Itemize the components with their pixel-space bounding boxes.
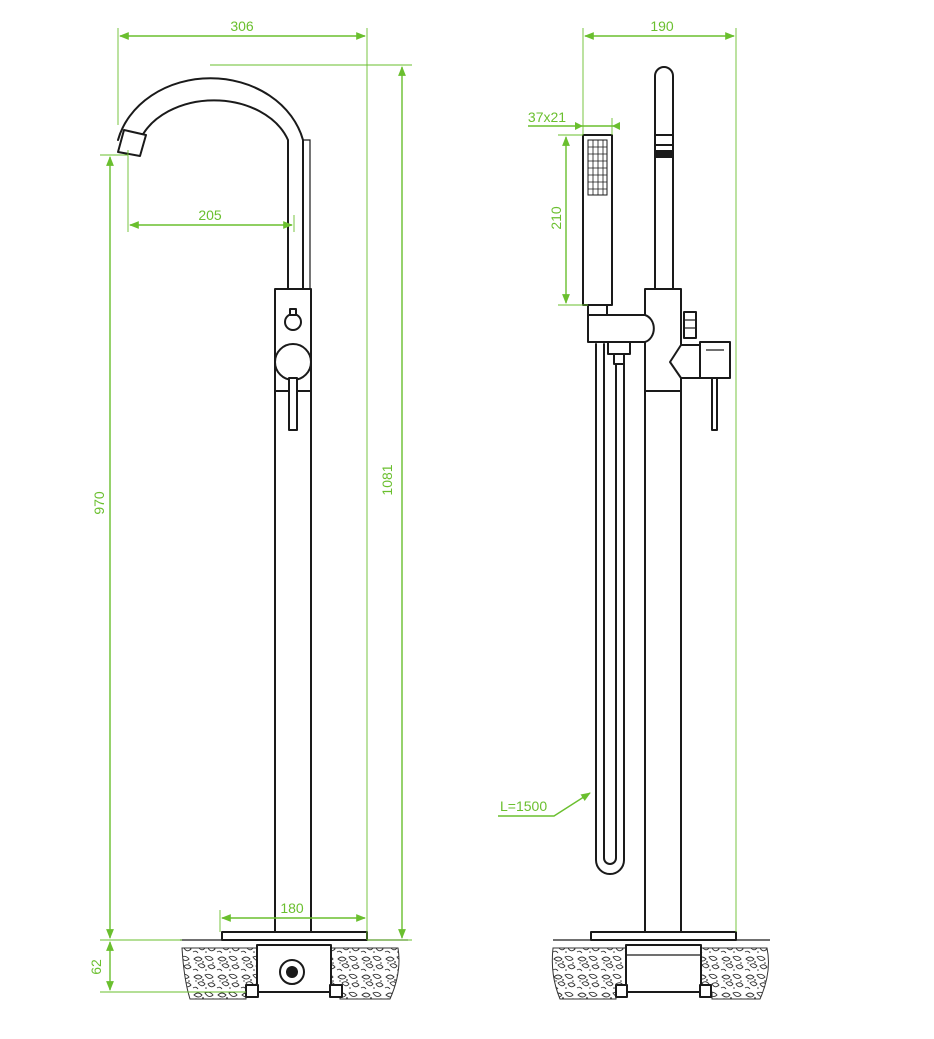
mixer-handle-side bbox=[669, 344, 701, 379]
spout-outer bbox=[117, 77, 304, 290]
label-overall-width: 306 bbox=[230, 18, 254, 34]
base-flange bbox=[221, 931, 368, 941]
dim-spout-reach: 205 bbox=[127, 150, 295, 232]
dim-hose-length: L=1500 bbox=[498, 792, 591, 817]
dim-total-height: 1081 bbox=[210, 64, 412, 941]
label-handshower-length: 210 bbox=[548, 206, 564, 230]
embedded-box bbox=[245, 944, 343, 998]
embedded-box-side bbox=[615, 944, 712, 998]
dim-side-width: 190 bbox=[582, 18, 737, 932]
handshower bbox=[582, 134, 613, 306]
mixer-lever-side bbox=[711, 377, 718, 431]
spout-inner bbox=[139, 99, 289, 290]
mixer-handle bbox=[274, 343, 312, 381]
dim-handshower-size: 37x21 bbox=[528, 109, 620, 135]
diverter-knob-side bbox=[683, 311, 697, 339]
column-body-side bbox=[644, 390, 682, 933]
label-handshower-size: 37x21 bbox=[528, 109, 566, 125]
dim-handshower-length: 210 bbox=[548, 134, 588, 306]
dim-base-diameter: 180 bbox=[219, 900, 366, 932]
side-view: 190 37x21 210 L=1500 bbox=[498, 18, 770, 1000]
hose-inner bbox=[603, 343, 617, 865]
column-body bbox=[274, 390, 312, 933]
base-flange-side bbox=[590, 931, 737, 941]
spout-outlet bbox=[117, 129, 147, 157]
front-view: 306 205 1081 970 62 180 bbox=[88, 18, 412, 1000]
dim-spout-height: 970 bbox=[91, 154, 182, 941]
diverter-knob bbox=[284, 313, 302, 331]
handle-cap-side bbox=[699, 341, 731, 379]
label-hose-length: L=1500 bbox=[500, 798, 547, 814]
handshower-nozzles bbox=[587, 139, 608, 196]
label-total-height: 1081 bbox=[379, 464, 395, 495]
floor-section-right bbox=[551, 939, 770, 1000]
spout-pipe-side bbox=[654, 66, 674, 290]
connection-ring bbox=[279, 959, 305, 985]
hose-outer bbox=[595, 343, 625, 875]
label-side-width: 190 bbox=[650, 18, 674, 34]
dim-installation-depth: 62 bbox=[88, 941, 246, 993]
label-base-diameter: 180 bbox=[280, 900, 304, 916]
label-spout-height: 970 bbox=[91, 491, 107, 515]
dim-overall-width: 306 bbox=[117, 18, 368, 940]
connection-port bbox=[286, 966, 298, 978]
mixer-body-side bbox=[644, 288, 682, 392]
label-installation-depth: 62 bbox=[88, 959, 104, 975]
label-spout-reach: 205 bbox=[198, 207, 222, 223]
mixer-lever bbox=[288, 377, 298, 431]
handshower-holder bbox=[587, 314, 655, 343]
